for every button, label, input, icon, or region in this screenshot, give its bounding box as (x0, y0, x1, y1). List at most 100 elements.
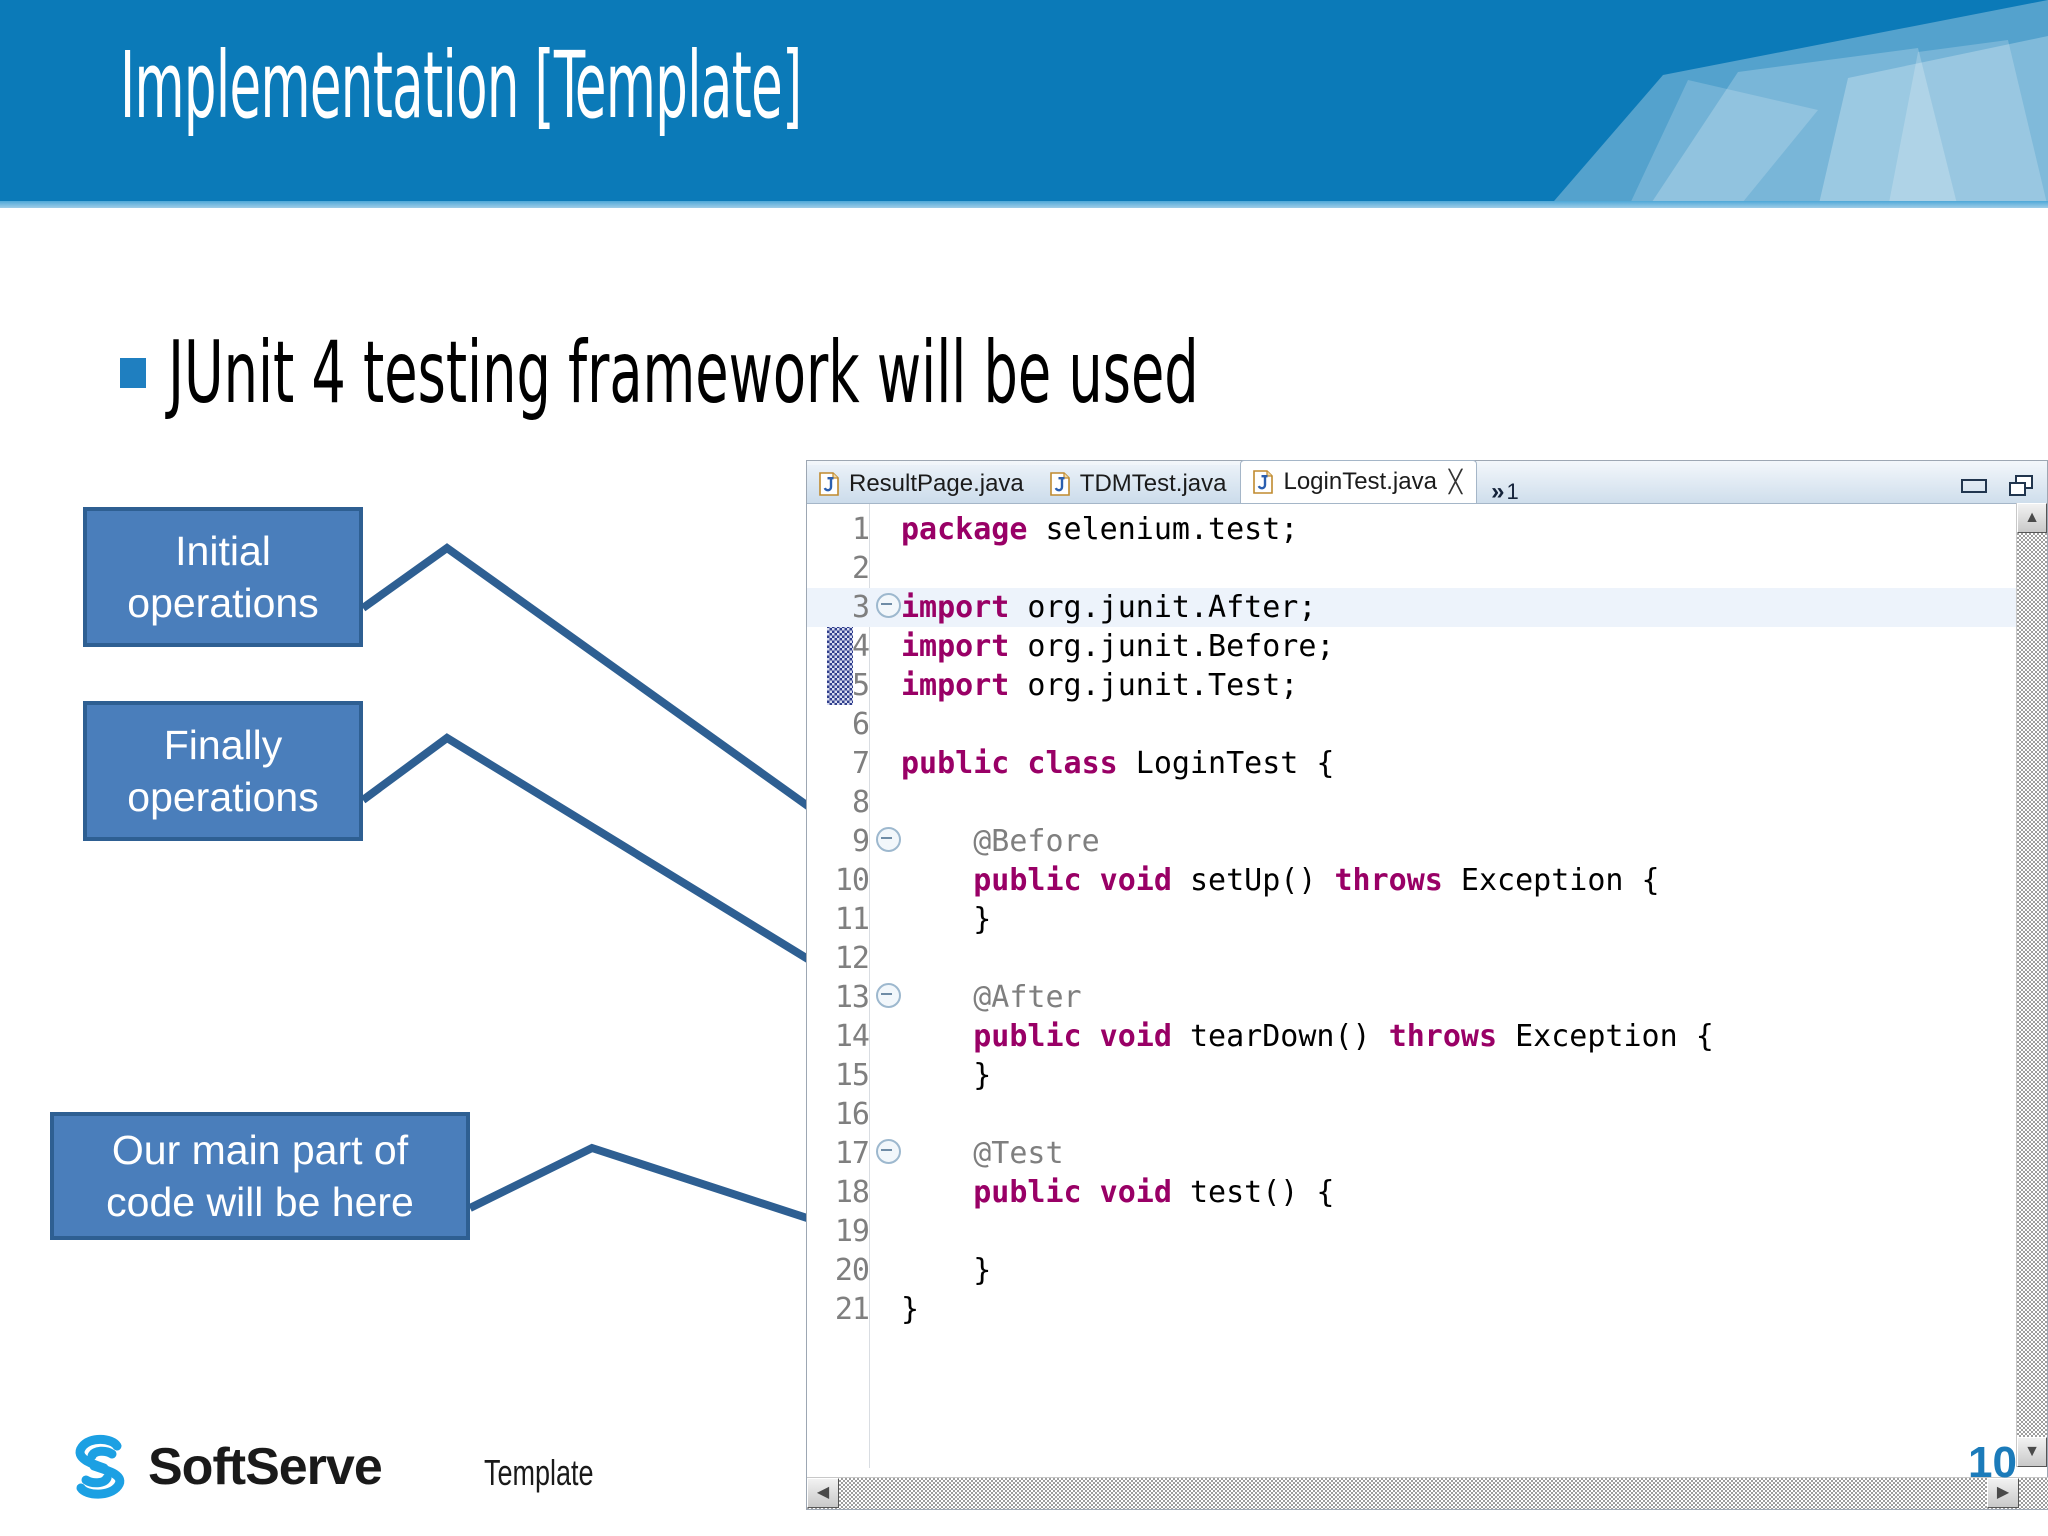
tab-tdmtest-java[interactable]: TDMTest.java (1037, 465, 1241, 503)
line-number: 3 (851, 590, 870, 625)
minimize-icon[interactable] (1961, 479, 1987, 493)
code-line: 2 (807, 549, 2047, 588)
fold-collapse-icon[interactable] (875, 1139, 901, 1168)
scroll-up-button[interactable]: ▲ (2017, 503, 2047, 533)
code-text-area[interactable]: 1 package selenium.test; 2 3 import org.juni… (807, 504, 2047, 1468)
softserve-wordmark: SoftServe (148, 1438, 383, 1496)
code-line: 18 public void test() { (807, 1173, 2047, 1212)
line-number: 10 (834, 863, 870, 898)
line-number: 14 (834, 1019, 870, 1054)
code-text: @Before (901, 824, 1100, 859)
code-line: 3 import org.junit.After; (807, 588, 2047, 627)
line-number: 15 (834, 1058, 870, 1093)
code-line: 10 public void setUp() throws Exception … (807, 861, 2047, 900)
annotation-ruler (807, 504, 829, 1468)
code-text: public class LoginTest { (901, 746, 1335, 781)
code-line: 8 (807, 783, 2047, 822)
softserve-mark-icon (62, 1430, 136, 1504)
code-line: 21} (807, 1290, 2047, 1329)
footer-label: Template (484, 1452, 594, 1493)
java-file-icon (819, 472, 839, 496)
code-line: 1 package selenium.test; (807, 510, 2047, 549)
header-accent-line (0, 201, 2048, 208)
callout-label: Initial operations (127, 527, 319, 626)
close-icon[interactable]: ╳ (1448, 469, 1463, 494)
bullet-square-icon (120, 358, 146, 388)
line-number: 5 (851, 668, 870, 703)
restore-icon-front (2009, 482, 2026, 496)
triangle-up-icon: ▲ (2024, 509, 2040, 526)
java-file-icon (1253, 470, 1274, 494)
bullet-item: JUnit 4 testing framework will be used (120, 330, 1640, 416)
line-number: 2 (851, 551, 870, 586)
horizontal-scrollbar[interactable]: ◀ ▶ (807, 1477, 2048, 1509)
code-line: 19 (807, 1212, 2047, 1251)
tab-logintest-java[interactable]: LoginTest.java ╳ (1240, 460, 1478, 503)
page-number: 10 (1968, 1438, 2017, 1487)
code-text: import org.junit.After; (901, 590, 1317, 625)
code-text: import org.junit.Test; (901, 668, 1299, 703)
code-text: } (901, 902, 992, 937)
code-line: 14 public void tearDown() throws Excepti… (807, 1017, 2047, 1056)
vertical-scrollbar[interactable]: ▲ ▼ (2016, 503, 2047, 1467)
code-line: 11 } (807, 900, 2047, 939)
line-number: 6 (851, 707, 870, 742)
code-line: 16 (807, 1095, 2047, 1134)
scroll-right-button[interactable]: ▶ (1987, 1478, 2019, 1508)
code-text: import org.junit.Before; (901, 629, 1335, 664)
tab-label: TDMTest.java (1079, 470, 1227, 497)
line-number: 1 (851, 512, 870, 547)
code-line: 13 @After (807, 978, 2047, 1017)
fold-collapse-icon[interactable] (875, 593, 901, 622)
restore-icon[interactable] (2009, 475, 2033, 497)
line-number: 11 (834, 902, 870, 937)
code-text: @Test (901, 1136, 1064, 1171)
overflow-count: 1 (1506, 479, 1519, 504)
line-number: 12 (834, 941, 870, 976)
code-line: 17 @Test (807, 1134, 2047, 1173)
tab-resultpage-java[interactable]: ResultPage.java (807, 465, 1038, 503)
code-line: 20 } (807, 1251, 2047, 1290)
code-text: } (901, 1292, 920, 1327)
fold-collapse-icon[interactable] (875, 827, 901, 856)
chevron-double-right-icon: » (1491, 477, 1505, 505)
editor-tab-bar: ResultPage.java TDMTest.java (807, 459, 2047, 505)
editor-window-buttons (1961, 475, 2047, 503)
code-text: @After (901, 980, 1082, 1015)
code-text: public void test() { (973, 1175, 1335, 1210)
page-title: Implementation [Template] (120, 32, 802, 139)
code-text: } (901, 1058, 992, 1093)
gutter-divider (869, 504, 870, 1468)
scroll-down-button[interactable]: ▼ (2017, 1437, 2047, 1467)
bullet-text: JUnit 4 testing framework will be used (168, 323, 1199, 423)
line-number: 4 (851, 629, 870, 664)
callout-main-code: Our main part of code will be here (50, 1112, 470, 1240)
tab-label: ResultPage.java (849, 470, 1024, 497)
line-number: 21 (834, 1292, 870, 1327)
line-number: 18 (834, 1175, 870, 1210)
code-editor-window: ResultPage.java TDMTest.java (806, 460, 2048, 1510)
scroll-left-button[interactable]: ◀ (807, 1478, 839, 1508)
line-number: 17 (834, 1136, 870, 1171)
code-text: public void setUp() throws Exception { (973, 863, 1660, 898)
line-number: 8 (851, 785, 870, 820)
callout-label: Our main part of code will be here (106, 1126, 414, 1225)
triangle-right-icon: ▶ (1996, 1484, 2010, 1501)
triangle-down-icon: ▼ (2024, 1443, 2040, 1460)
code-line: 15 } (807, 1056, 2047, 1095)
code-line-list: 1 package selenium.test; 2 3 import org.juni… (807, 510, 2047, 1329)
code-text: public void tearDown() throws Exception … (973, 1019, 1714, 1054)
code-text: package selenium.test; (901, 512, 1299, 547)
callout-label: Finally operations (127, 721, 319, 820)
callout-finally-operations: Finally operations (83, 701, 363, 841)
line-number: 9 (851, 824, 870, 859)
java-file-icon (1049, 472, 1070, 496)
tab-label: LoginTest.java (1283, 468, 1437, 495)
fold-collapse-icon[interactable] (875, 983, 901, 1012)
code-line: 9 @Before (807, 822, 2047, 861)
code-line: 4 import org.junit.Before; (807, 627, 2047, 666)
code-line: 12 (807, 939, 2047, 978)
code-text: } (901, 1253, 992, 1288)
tab-overflow-indicator[interactable]: » 1 (1477, 459, 1529, 505)
